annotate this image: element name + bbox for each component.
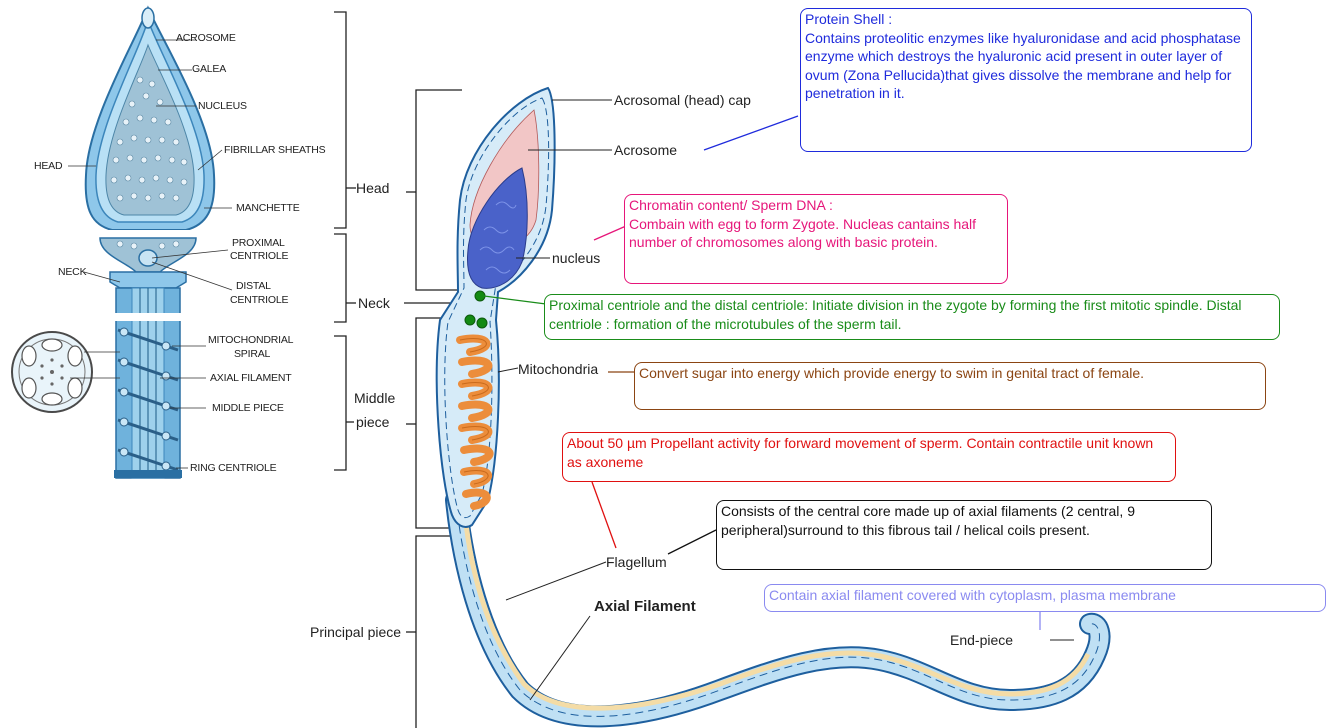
callout-end-piece: Contain axial filament covered with cyto… xyxy=(764,584,1326,612)
section-neck: Neck xyxy=(358,295,390,311)
label-axial-filament-left: AXIAL FILAMENT xyxy=(210,372,291,384)
callout-centrioles: Proximal centriole and the distal centri… xyxy=(544,294,1280,340)
label-distal: DISTAL xyxy=(236,280,271,292)
label-mitochondrial: MITOCHONDRIAL xyxy=(208,334,293,346)
cross-section-drawing xyxy=(12,332,92,412)
section-piece: piece xyxy=(356,414,389,430)
label-end-piece: End-piece xyxy=(950,632,1013,648)
label-nucleus-left: NUCLEUS xyxy=(198,100,247,112)
label-proximal-centriole: CENTRIOLE xyxy=(230,250,288,262)
callout-flagellum-body: About 50 µm Propellant activity for forw… xyxy=(567,435,1153,470)
label-ring-centriole: RING CENTRIOLE xyxy=(190,462,276,474)
label-spiral: SPIRAL xyxy=(234,348,270,360)
section-middle: Middle xyxy=(354,390,395,406)
label-flagellum: Flagellum xyxy=(606,554,667,570)
callout-mitochondria-body: Convert sugar into energy which provide … xyxy=(639,365,1144,381)
label-acrosomal-cap: Acrosomal (head) cap xyxy=(614,92,751,108)
label-fibrillar-sheaths: FIBRILLAR SHEATHS xyxy=(224,144,325,156)
label-axial-filament: Axial Filament xyxy=(594,598,696,615)
callout-end-piece-body: Contain axial filament covered with cyto… xyxy=(769,587,1176,603)
callout-chromatin: Chromatin content/ Sperm DNA : Combain w… xyxy=(624,194,1008,284)
left-sperm-drawing xyxy=(12,8,232,478)
label-manchette: MANCHETTE xyxy=(236,202,300,214)
label-head-left: HEAD xyxy=(34,160,62,172)
label-neck-left: NECK xyxy=(58,266,86,278)
section-head: Head xyxy=(356,180,389,196)
callout-protein-shell: Protein Shell : Contains proteolitic enz… xyxy=(800,8,1252,152)
label-proximal: PROXIMAL xyxy=(232,237,285,249)
callout-mitochondria: Convert sugar into energy which provide … xyxy=(634,362,1266,410)
label-mitochondria: Mitochondria xyxy=(518,361,598,377)
callout-chromatin-body: Combain with egg to form Zygote. Nucleas… xyxy=(629,216,976,251)
label-nucleus: nucleus xyxy=(552,250,600,266)
callout-flagellum: About 50 µm Propellant activity for forw… xyxy=(562,432,1176,482)
label-galea: GALEA xyxy=(192,63,226,75)
callout-chromatin-title: Chromatin content/ Sperm DNA : xyxy=(629,196,1003,215)
callout-axial-filament: Consists of the central core made up of … xyxy=(716,500,1212,570)
label-distal-centriole: CENTRIOLE xyxy=(230,294,288,306)
callout-centrioles-body: Proximal centriole and the distal centri… xyxy=(549,297,1242,332)
section-principal-piece: Principal piece xyxy=(310,624,401,640)
callout-protein-shell-body: Contains proteolitic enzymes like hyalur… xyxy=(805,30,1241,102)
label-middle-piece-left: MIDDLE PIECE xyxy=(212,402,284,414)
label-acrosome: Acrosome xyxy=(614,142,677,158)
callout-protein-shell-title: Protein Shell : xyxy=(805,10,1247,29)
label-acrosome-left: ACROSOME xyxy=(176,32,236,44)
callout-axial-body: Consists of the central core made up of … xyxy=(721,503,1135,538)
